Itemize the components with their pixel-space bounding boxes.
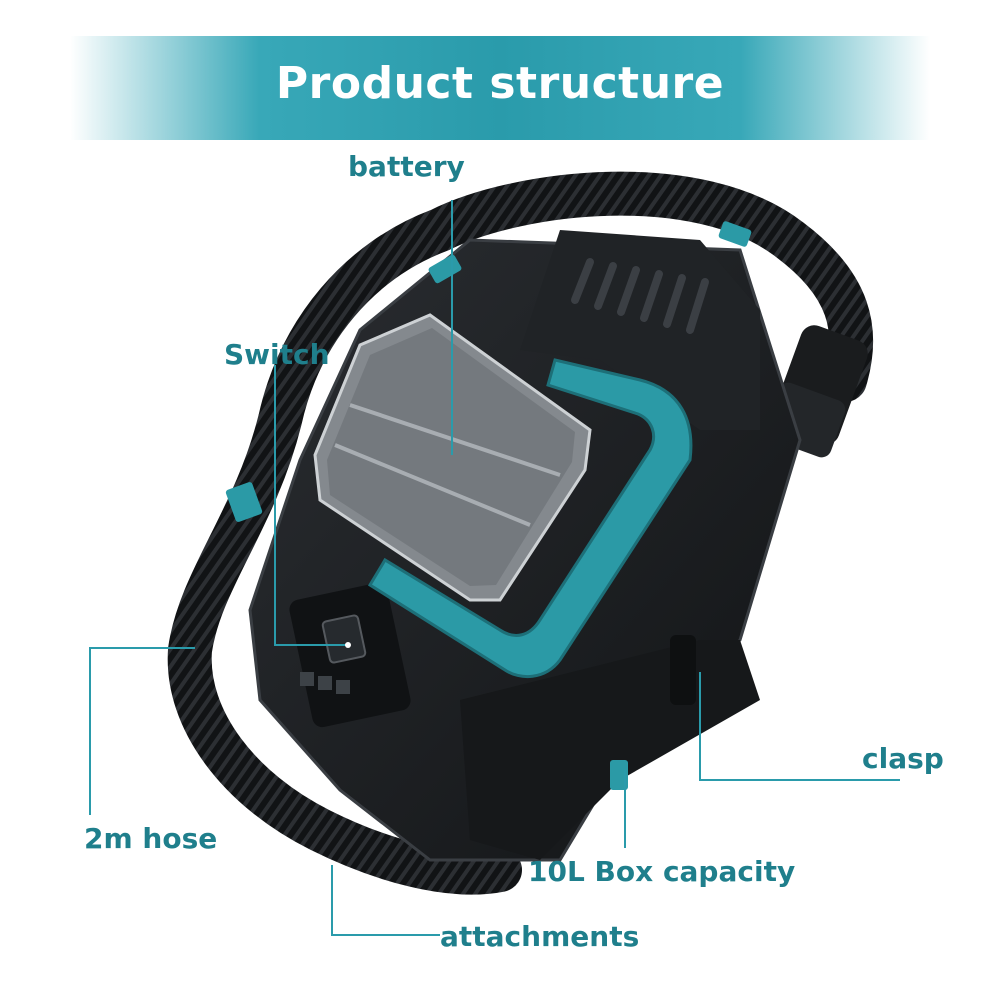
title-banner: [70, 36, 930, 140]
capacity-label: 10L Box capacity: [528, 855, 796, 888]
attachments-label: attachments: [440, 920, 640, 953]
clasp-label: clasp: [862, 742, 944, 775]
battery-label: battery: [348, 150, 465, 183]
hose-label: 2m hose: [84, 822, 218, 855]
clasp-part: [670, 635, 696, 705]
switch-label: Switch: [224, 338, 330, 371]
hose-coil: [167, 171, 874, 895]
teal-handle: [367, 358, 693, 679]
teal-clips: [225, 221, 752, 790]
page-title: Product structure: [275, 58, 725, 109]
battery-pack: [313, 313, 592, 602]
